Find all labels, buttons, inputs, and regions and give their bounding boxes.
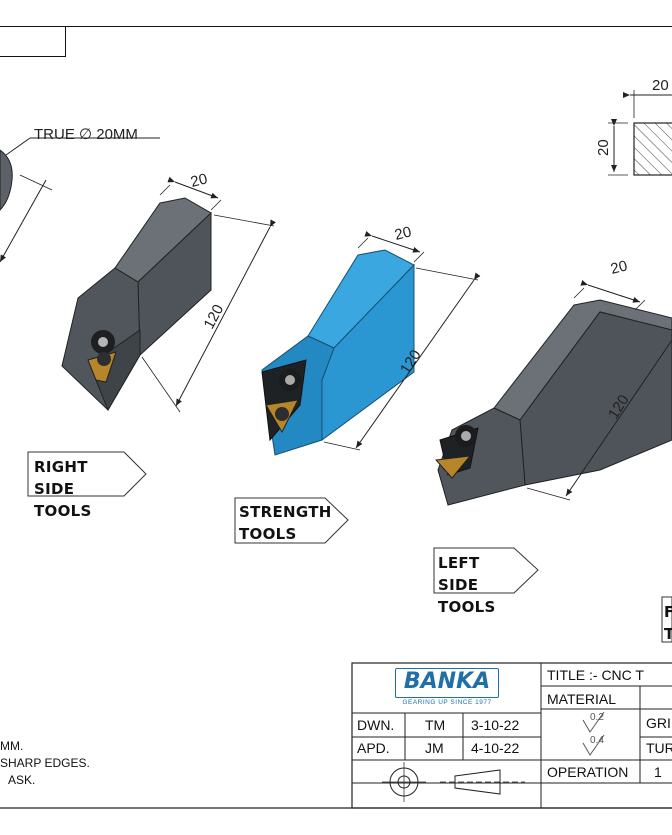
tag-left-side-line2: TOOLS xyxy=(438,598,496,616)
drawing-border-top xyxy=(0,26,672,27)
section-view xyxy=(608,90,672,176)
apd-label: APD. xyxy=(357,740,390,756)
operation-value: 1 xyxy=(654,764,662,780)
tag-strength-line2: TOOLS xyxy=(239,525,297,543)
tag-partial-shape xyxy=(661,596,672,643)
note-2: SHARP EDGES. xyxy=(0,756,90,770)
roughness-2: 0.4 xyxy=(590,735,604,746)
tag-right-side-line1: RIGHT SIDE xyxy=(34,458,88,498)
round-tool-partial xyxy=(0,137,160,263)
third-angle-projection-icon xyxy=(382,762,525,802)
tag-strength-shape xyxy=(234,497,349,544)
right-side-tool xyxy=(61,197,212,412)
strength-width-dim: 20 xyxy=(393,223,413,244)
process-1: GRI xyxy=(646,715,671,731)
left-side-tool xyxy=(434,299,672,506)
dwn-label: DWN. xyxy=(357,717,395,733)
logo-tagline: GEARING UP SINCE 1977 xyxy=(402,699,492,706)
process-2: TUR xyxy=(646,740,672,756)
apd-initials: JM xyxy=(425,740,444,756)
left-width-dim: 20 xyxy=(609,257,629,278)
drawing-title: TITLE :- CNC T xyxy=(547,667,644,683)
note-1: MM. xyxy=(0,739,24,753)
material-label: MATERIAL xyxy=(547,691,616,707)
dwn-initials: TM xyxy=(425,717,446,733)
tag-left-side-line1: LEFT SIDE xyxy=(438,554,480,594)
roughness-symbols xyxy=(582,711,605,756)
tag-strength-line1: STRENGTH xyxy=(239,503,332,521)
operation-label: OPERATION xyxy=(547,764,629,780)
tag-right-side-line2: TOOLS xyxy=(34,502,92,520)
tag-partial-line1: F xyxy=(664,603,672,621)
strength-tool xyxy=(261,249,415,456)
roughness-1: 0.2 xyxy=(590,712,604,723)
tag-left-side-shape xyxy=(433,547,539,594)
company-logo: BANKA xyxy=(395,668,499,698)
section-height-dim: 20 xyxy=(595,139,612,156)
logo-text: BANKA xyxy=(403,669,491,694)
true-diameter-label: TRUE ∅ 20MM xyxy=(34,126,138,143)
section-width-dim: 20 xyxy=(652,77,669,94)
drawing-notes: MM. SHARP EDGES. ASK. xyxy=(0,738,90,789)
dwn-date: 3-10-22 xyxy=(471,717,520,733)
tag-partial-line2: T xyxy=(664,625,672,643)
tag-right-side-shape xyxy=(27,451,147,497)
note-3: ASK. xyxy=(8,773,36,787)
apd-date: 4-10-22 xyxy=(471,740,520,756)
right-length-dim: 120 xyxy=(201,302,228,332)
right-width-dim: 20 xyxy=(189,170,209,191)
